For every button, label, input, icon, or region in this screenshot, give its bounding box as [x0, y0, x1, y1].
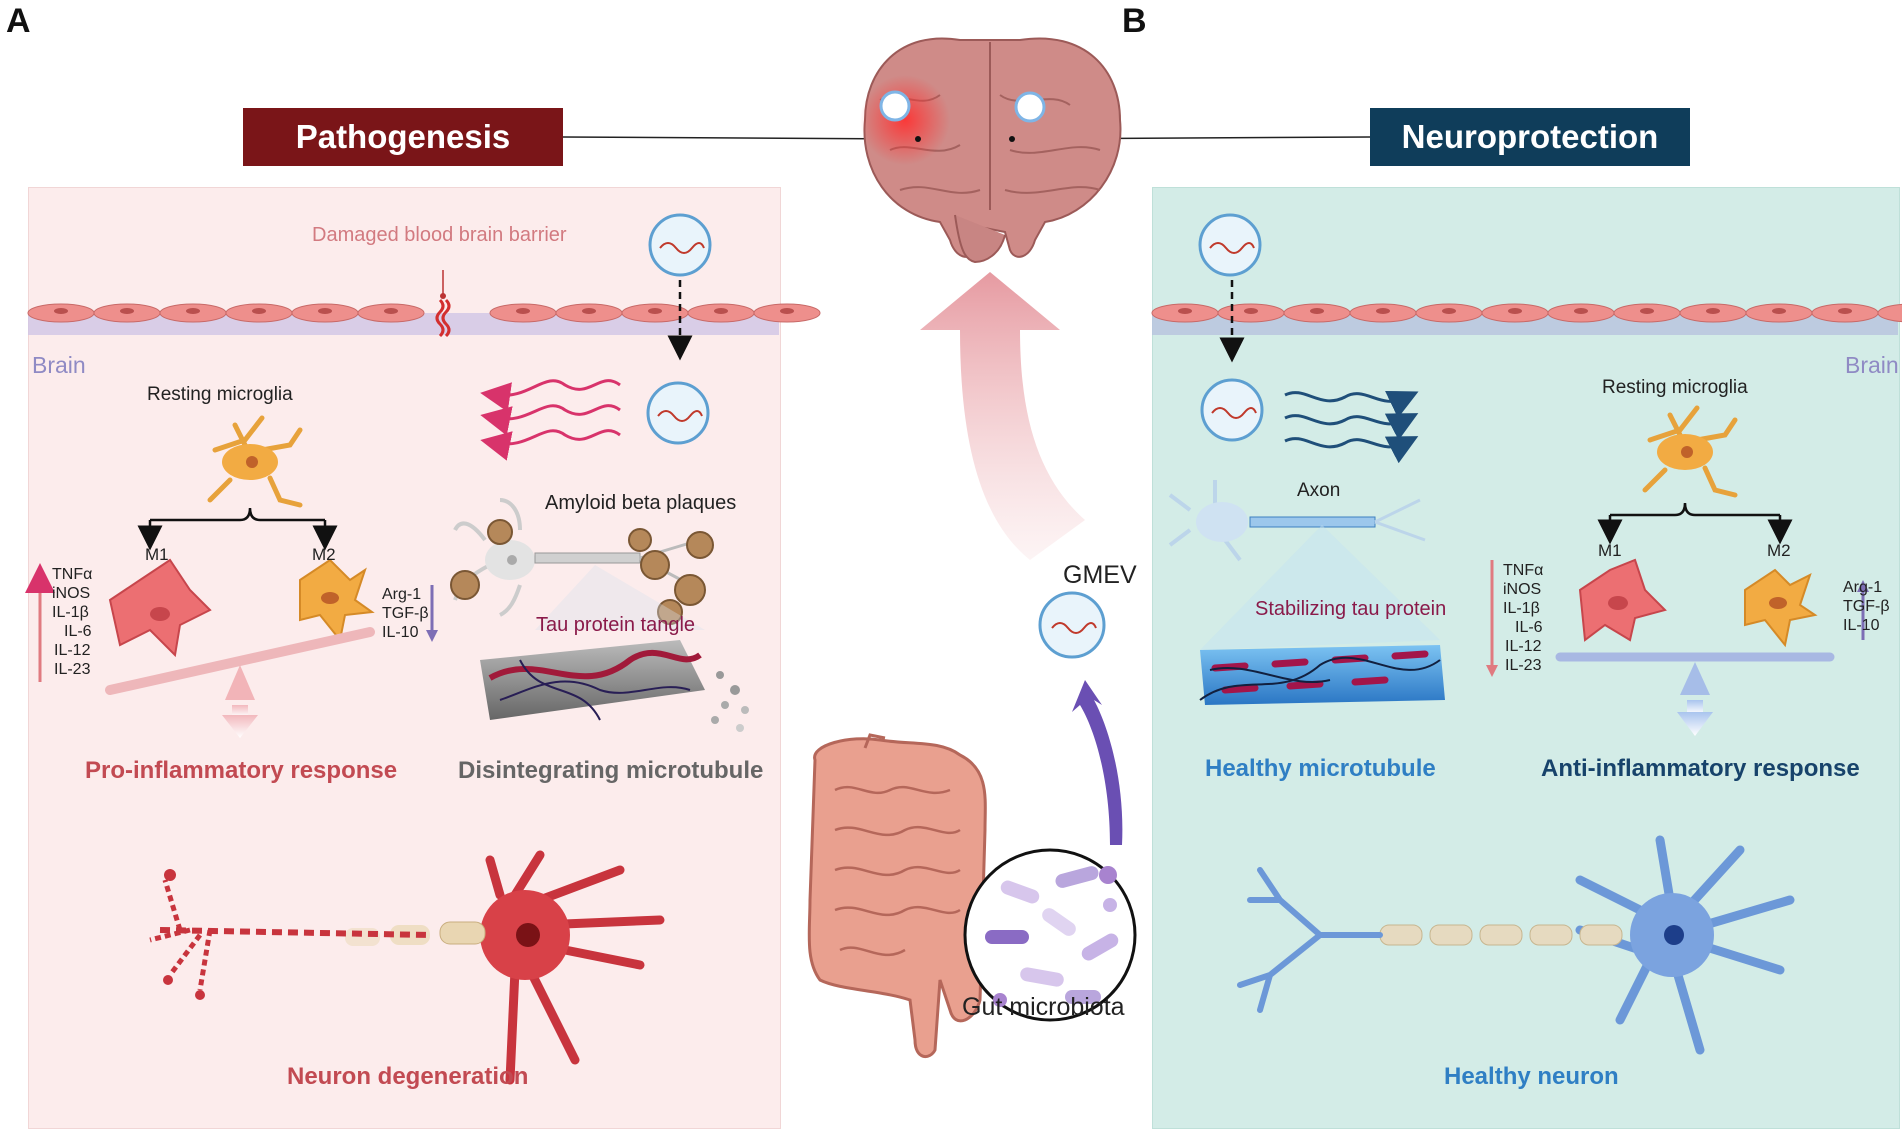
degenerating-neuron [149, 850, 665, 1085]
cell-nucleus [1574, 308, 1588, 314]
cytokine: IL-23 [54, 661, 91, 678]
gut-to-gmev-arrow [1072, 680, 1123, 845]
cytokine: TGF-β [1843, 598, 1890, 615]
cell-nucleus [318, 308, 332, 314]
cell-nucleus [1838, 308, 1852, 314]
m2-label-b: M2 [1767, 541, 1791, 560]
pathogenesis-header: Pathogenesis [243, 108, 563, 166]
gmev-vesicle-b-top [1198, 213, 1262, 277]
m1-label-b: M1 [1598, 541, 1622, 560]
cell-nucleus [1640, 308, 1654, 314]
gmev-vesicle-a-top [648, 213, 712, 277]
cell-nucleus [384, 308, 398, 314]
cell-nucleus [1178, 308, 1192, 314]
cytokine: iNOS [1503, 581, 1542, 598]
cell-nucleus [1376, 308, 1390, 314]
neuron-degeneration-label: Neuron degeneration [287, 1063, 529, 1090]
cell-nucleus [714, 308, 728, 314]
m2-label-a: M2 [312, 545, 336, 564]
cell-nucleus [1442, 308, 1456, 314]
m2-microglia-b [1744, 568, 1818, 648]
cytokine: IL-10 [382, 624, 419, 641]
cytokine: TNFα [1503, 562, 1544, 579]
resting-microglia-label-a: Resting microglia [147, 384, 293, 405]
resting-microglia-b [1642, 405, 1738, 498]
axon-neuron-b [1168, 480, 1426, 562]
cytokine: TGF-β [382, 605, 429, 622]
cell-nucleus [780, 308, 794, 314]
big-upward-arrow [920, 272, 1085, 560]
m1-label-a: M1 [145, 545, 169, 564]
pro-cytokines-list-a: TNFα iNOS IL-1β IL-6 IL-12 IL-23 [52, 565, 92, 679]
cell-nucleus [54, 308, 68, 314]
resting-microglia-label-b: Resting microglia [1602, 377, 1748, 398]
disintegrating-microtubule-graphic [480, 640, 749, 732]
cell-nucleus [1310, 308, 1324, 314]
cytokine: Arg-1 [1843, 579, 1883, 596]
amyloid-label: Amyloid beta plaques [545, 492, 737, 514]
cell-nucleus [120, 308, 134, 314]
gmev-vesicle-b-bottom [1200, 378, 1264, 442]
cytokine: IL-1β [52, 604, 89, 621]
gmev-vesicle-center [1038, 591, 1106, 659]
cell-nucleus [1706, 308, 1720, 314]
cytokine: IL-1β [1503, 600, 1540, 617]
resting-microglia-a [207, 415, 303, 508]
seesaw-beam-a [105, 627, 375, 695]
gmev-label: GMEV [1063, 561, 1137, 589]
neuroprotection-header: Neuroprotection [1370, 108, 1690, 166]
cytokine-release-waves-a [480, 379, 621, 461]
cell-nucleus [1772, 308, 1786, 314]
panel-letter-b: B [1122, 2, 1147, 40]
healthy-neuron [1237, 835, 1795, 1055]
cytokine: Arg-1 [382, 586, 422, 603]
m2-microglia-a [299, 558, 375, 643]
blood-brain-barrier-a [27, 270, 821, 338]
healthy-microtubule-label: Healthy microtubule [1205, 755, 1436, 782]
cell-nucleus [186, 308, 200, 314]
disintegrating-microtubule-label: Disintegrating microtubule [458, 757, 764, 784]
brain-label-a: Brain [32, 352, 86, 378]
pro-inflammatory-label: Pro-inflammatory response [85, 757, 398, 784]
gut-microbiota-label: Gut microbiota [962, 993, 1125, 1021]
m1-microglia-b [1578, 558, 1667, 642]
cell-nucleus [252, 308, 266, 314]
cell-nucleus [648, 308, 662, 314]
gut-microbiota-lens [963, 848, 1137, 1022]
tau-tangle-label: Tau protein tangle [536, 614, 696, 636]
cell-nucleus [1508, 308, 1522, 314]
healthy-neuron-label: Healthy neuron [1444, 1063, 1619, 1090]
axon-label: Axon [1297, 480, 1341, 501]
endothelial-cell [1877, 303, 1902, 323]
cytokine: IL-10 [1843, 617, 1880, 634]
cell-nucleus [1244, 308, 1258, 314]
anti-cytokines-list-b: Arg-1 TGF-β IL-10 [1843, 578, 1890, 635]
cytokine: IL-23 [1505, 657, 1542, 674]
gut-illustration [807, 733, 987, 1058]
stabilizing-tau-label: Stabilizing tau protein [1255, 598, 1447, 620]
cell-nucleus [582, 308, 596, 314]
connector-line-left [562, 136, 919, 140]
damaged-bbb-label: Damaged blood brain barrier [312, 224, 567, 246]
signal-waves-b [1284, 390, 1419, 464]
m1-microglia-a [108, 558, 212, 658]
cytokine: IL-12 [54, 642, 91, 659]
pro-cytokines-list-b: TNFα iNOS IL-1β IL-6 IL-12 IL-23 [1503, 561, 1543, 675]
anti-inflammatory-label: Anti-inflammatory response [1541, 755, 1860, 782]
cytokine: IL-12 [1505, 638, 1542, 655]
cell-nucleus [516, 308, 530, 314]
anti-cytokines-list-a: Arg-1 TGF-β IL-10 [382, 585, 429, 642]
amyloid-plaques [450, 519, 714, 625]
cytokine: IL-6 [64, 623, 92, 640]
blood-brain-barrier-b [1151, 303, 1902, 335]
cytokine: IL-6 [1515, 619, 1543, 636]
panel-letter-a: A [6, 2, 31, 40]
healthy-microtubule-graphic [1199, 645, 1445, 705]
brain-illustration [860, 37, 1122, 264]
cytokine: iNOS [52, 585, 91, 602]
brain-label-b: Brain [1845, 352, 1899, 378]
cytokine: TNFα [52, 566, 93, 583]
gmev-vesicle-a-bottom [646, 381, 710, 445]
